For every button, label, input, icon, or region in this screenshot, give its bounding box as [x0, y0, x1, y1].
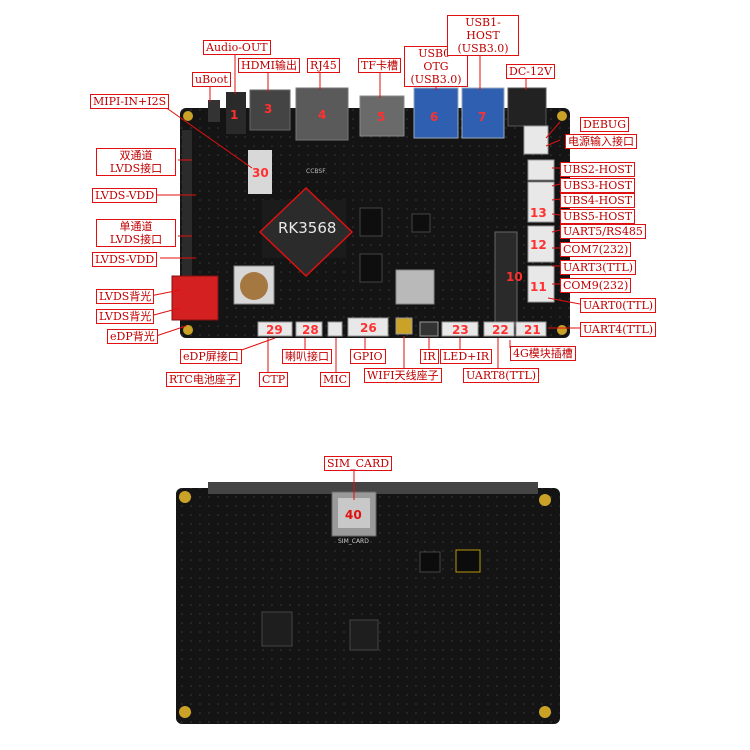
label-ir: IR	[420, 349, 439, 364]
callout-number: 13	[530, 206, 547, 220]
dc-jack	[507, 87, 547, 127]
label-hdmi: HDMI输出	[238, 58, 301, 73]
leader-lines-top	[149, 42, 581, 372]
label-uboot: uBoot	[192, 72, 231, 87]
callout-number: 5	[377, 110, 386, 124]
callout-number: 40	[345, 508, 362, 522]
label-lvds-backlight-2: LVDS背光	[96, 309, 155, 324]
callout-number: 10	[506, 270, 523, 284]
mount-hole	[179, 706, 191, 718]
top-connector-edge	[208, 482, 538, 494]
label-lvds-vdd-bottom: LVDS-VDD	[92, 252, 158, 267]
uboot-button	[208, 100, 220, 122]
usb1-host-port	[461, 87, 505, 139]
label-usb1-host: USB1-HOST (USB3.0)	[447, 15, 519, 56]
memory-chip	[359, 207, 383, 237]
mount-hole	[539, 494, 551, 506]
callout-number: 30	[252, 166, 269, 180]
callout-number: 4	[318, 108, 327, 122]
callout-number: 23	[452, 323, 469, 337]
label-edp-backlight: eDP背光	[107, 329, 158, 344]
rj45-connector	[295, 87, 349, 141]
rk3568-chip	[258, 186, 354, 278]
tf-card-slot	[359, 95, 405, 137]
label-rtc: RTC电池座子	[166, 372, 240, 387]
label-speaker: 喇叭接口	[282, 349, 332, 364]
audio-out-jack	[226, 92, 246, 134]
label-uart8: UART8(TTL)	[463, 368, 540, 383]
label-usb2-host: UBS2-HOST	[560, 162, 636, 177]
sim-silk-text: SIM_CARD	[338, 538, 369, 545]
label-usb5-host: UBS5-HOST	[560, 209, 636, 224]
left-pin-header	[182, 130, 192, 280]
callout-number: 11	[530, 280, 547, 294]
label-usb4-host: UBS4-HOST	[560, 193, 636, 208]
board-bottom	[176, 482, 560, 724]
label-lvds-vdd-top: LVDS-VDD	[92, 188, 158, 203]
label-audio-out: Audio-OUT	[203, 40, 271, 55]
label-rj45: RJ45	[307, 58, 340, 73]
callout-number: 21	[524, 323, 541, 337]
mount-hole	[183, 111, 193, 121]
label-uart4: UART4(TTL)	[580, 322, 657, 337]
callout-number: 6	[430, 110, 439, 124]
label-power-input: 电源输入接口	[565, 134, 637, 149]
label-uart3: UART3(TTL)	[560, 260, 637, 275]
callout-number: 26	[360, 321, 377, 335]
callout-number: 7	[478, 110, 487, 124]
label-mic: MIC	[320, 372, 351, 387]
label-gpio: GPIO	[350, 349, 386, 364]
chip-label: RK3568	[278, 219, 337, 237]
label-com7: COM7(232)	[560, 242, 632, 257]
callout-number: 12	[530, 238, 547, 252]
label-lvds-backlight-1: LVDS背光	[96, 289, 155, 304]
label-debug: DEBUG	[580, 117, 629, 132]
component-block	[261, 611, 293, 647]
mount-hole	[183, 325, 193, 335]
ic-chip	[419, 551, 441, 573]
bottom-connector-row	[257, 317, 547, 337]
mipi-connector	[248, 150, 272, 194]
callout-number: 1	[230, 108, 239, 122]
label-mipi-in: MIPI-IN+I2S	[90, 94, 170, 109]
label-led-ir: LED+IR	[440, 349, 492, 364]
label-uart0: UART0(TTL)	[580, 298, 657, 313]
board-silk-text: CCBSF	[306, 168, 326, 175]
mount-hole	[179, 491, 191, 503]
callout-number: 3	[264, 102, 273, 116]
callout-number: 22	[492, 323, 509, 337]
board-top	[171, 87, 570, 338]
label-uart5-rs485: UART5/RS485	[560, 224, 646, 239]
right-connectors	[523, 125, 555, 303]
callout-number: 29	[266, 323, 283, 337]
ic-chip	[411, 213, 431, 233]
mount-hole	[557, 111, 567, 121]
backlight-connectors	[171, 275, 219, 321]
label-tf-card: TF卡槽	[358, 58, 401, 73]
component-block	[349, 619, 379, 651]
label-single-lvds: 单通道 LVDS接口	[96, 219, 176, 247]
label-edp-screen: eDP屏接口	[180, 349, 242, 364]
callout-number: 28	[302, 323, 319, 337]
label-dc-12v: DC-12V	[506, 64, 555, 79]
label-com9: COM9(232)	[560, 278, 632, 293]
hdmi-connector	[249, 89, 291, 131]
memory-chip	[359, 253, 383, 283]
label-ctp: CTP	[259, 372, 289, 387]
label-sim-card: SIM_CARD	[324, 456, 393, 471]
callout-number: 8	[523, 98, 532, 112]
mount-hole	[557, 325, 567, 335]
ic-chip	[455, 549, 481, 573]
label-4g-module: 4G模块插槽	[510, 346, 576, 361]
label-usb3-host: UBS3-HOST	[560, 178, 636, 193]
mount-hole	[539, 706, 551, 718]
label-wifi-antenna: WIFI天线座子	[364, 368, 442, 383]
label-dual-lvds: 双通道 LVDS接口	[96, 148, 176, 176]
rtc-battery	[240, 272, 268, 300]
wifi-module	[395, 269, 435, 305]
